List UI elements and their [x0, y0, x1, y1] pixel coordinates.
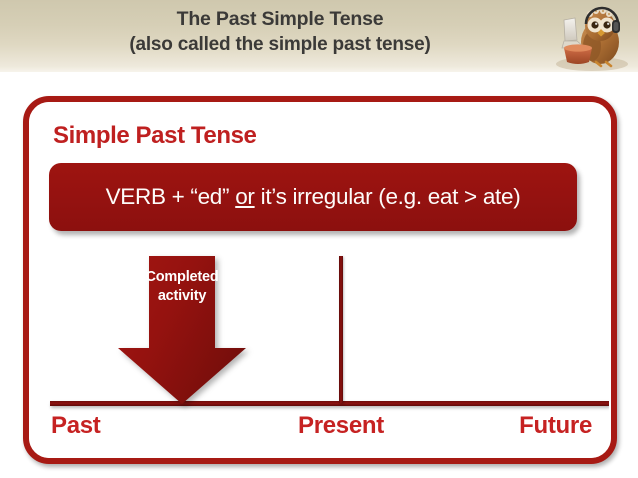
- completed-activity-arrow-icon: [118, 256, 246, 404]
- present-divider-line: [339, 256, 343, 403]
- content-panel: Simple Past Tense VERB + “ed” or it’s ir…: [23, 96, 617, 464]
- rule-banner: VERB + “ed” or it’s irregular (e.g. eat …: [49, 163, 577, 231]
- section-heading: Simple Past Tense: [53, 122, 257, 149]
- content-panel-inner: Simple Past Tense VERB + “ed” or it’s ir…: [29, 102, 611, 458]
- rule-emphasis: or: [235, 184, 255, 209]
- page-title: The Past Simple Tense (also called the s…: [0, 6, 560, 58]
- timeline-label-past: Past: [51, 412, 101, 439]
- rule-part2: it’s irregular (e.g. eat > ate): [260, 184, 521, 209]
- rule-banner-text: VERB + “ed” or it’s irregular (e.g. eat …: [49, 163, 577, 231]
- page-title-line2: (also called the simple past tense): [129, 34, 431, 55]
- timeline-label-present: Present: [298, 412, 384, 439]
- timeline-label-future: Future: [519, 412, 592, 439]
- page-title-line1: The Past Simple Tense: [176, 8, 384, 30]
- header-band: The Past Simple Tense (also called the s…: [0, 0, 638, 72]
- timeline-axis: [50, 401, 609, 406]
- rule-part1: VERB + “ed”: [105, 184, 230, 209]
- owl-with-headphones-laptop-icon: [556, 6, 628, 71]
